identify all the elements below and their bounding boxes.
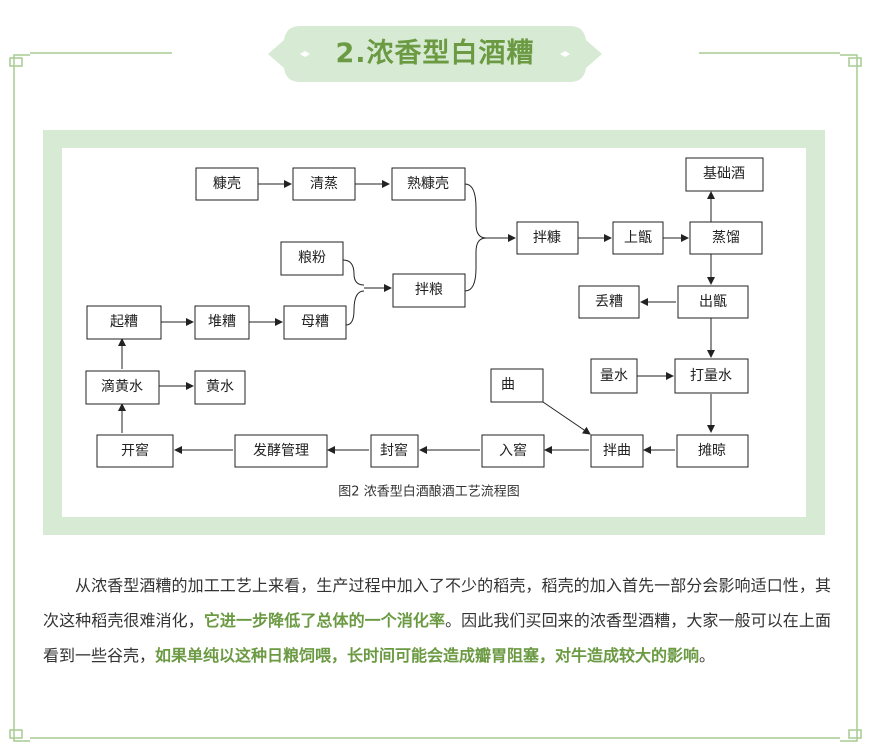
figure-panel: 糠壳 清蒸 熟糠壳 基础酒 粮粉 拌糠 上甑 蒸馏 拌粮 起糟 堆糟 母糟 丢糟… <box>43 130 825 535</box>
node-qu-label: 曲 <box>501 377 515 393</box>
node-huangshui-label: 黄水 <box>206 378 234 395</box>
node-fengjiao <box>370 434 419 468</box>
node-mucao <box>283 305 347 340</box>
flowchart-svg: 糠壳 清蒸 熟糠壳 基础酒 粮粉 拌糠 上甑 蒸馏 拌粮 起糟 堆糟 母糟 丢糟… <box>85 157 764 500</box>
node-shangzeng-label: 上甑 <box>624 230 652 246</box>
node-shangzeng <box>612 221 664 255</box>
paragraph-highlight-2: 如果单纯以这种日粮饲喂，长时间可能会造成瓣胃阻塞，对牛造成较大的影响 <box>155 646 700 665</box>
node-diucao <box>578 285 640 319</box>
node-liangfen <box>280 241 344 276</box>
node-duicao-label: 堆糟 <box>208 314 236 330</box>
node-rujiao-label: 入窖 <box>499 442 527 459</box>
figure-caption: 图2 浓香型白酒酿酒工艺流程图 <box>338 484 519 500</box>
node-kangke-label: 糠壳 <box>213 175 241 192</box>
node-zhengliu <box>689 221 763 255</box>
node-liangshui-label: 量水 <box>600 368 628 384</box>
title-badge-shape <box>268 26 602 82</box>
section-title: 2.浓香型白酒糟 <box>335 38 535 69</box>
node-liangshui <box>590 358 638 394</box>
node-chuzeng <box>677 285 749 319</box>
node-daliangshui <box>674 358 749 394</box>
node-jichujiu-label: 基础酒 <box>703 165 745 182</box>
node-jichujiu <box>685 157 764 192</box>
node-rujiao <box>481 434 545 468</box>
node-zhengliu-label: 蒸馏 <box>712 230 740 246</box>
node-kaijiao-label: 开窖 <box>121 442 149 459</box>
node-qu <box>490 368 544 403</box>
node-huangshui <box>194 370 246 405</box>
node-mucao-label: 母糟 <box>301 314 329 330</box>
body-paragraph: 从浓香型酒糟的加工工艺上来看，生产过程中加入了不少的稻壳，稻壳的加入首先一部分会… <box>43 568 831 673</box>
node-qingzheng-label: 清蒸 <box>310 176 338 192</box>
title-badge: 2.浓香型白酒糟 <box>262 18 608 90</box>
node-bankang-label: 拌糠 <box>533 229 561 246</box>
node-qingzheng <box>292 167 356 201</box>
paragraph-highlight-1: 它进一步降低了总体的一个消化率 <box>203 611 446 630</box>
flowchart-figure: 糠壳 清蒸 熟糠壳 基础酒 粮粉 拌糠 上甑 蒸馏 拌粮 起糟 堆糟 母糟 丢糟… <box>62 148 806 517</box>
node-banliang <box>392 273 466 308</box>
paragraph-text-3: 。 <box>699 646 716 665</box>
paragraph-text-2: 。因此我们买回来的浓香型酒糟，大家一般可以在上面看到一些谷壳， <box>43 611 831 665</box>
node-kangke <box>195 167 259 201</box>
node-banqu <box>590 434 644 468</box>
node-bankang <box>516 221 579 255</box>
node-qicao <box>86 305 162 340</box>
node-dihuangshui <box>85 370 160 405</box>
node-duicao <box>194 305 250 340</box>
node-qicao-label: 起糟 <box>110 314 138 330</box>
paragraph-text-1: 从浓香型酒糟的加工工艺上来看，生产过程中加入了不少的稻壳，稻壳的加入首先一部分会… <box>43 576 831 630</box>
node-tanliang <box>676 434 749 468</box>
node-fajiaoguanli <box>234 434 328 468</box>
node-kaijiao <box>96 434 174 468</box>
node-daliangshui-label: 打量水 <box>690 367 732 384</box>
node-liangfen-label: 粮粉 <box>298 250 326 266</box>
node-tanliang-label: 摊晾 <box>698 443 726 459</box>
node-fengjiao-label: 封窖 <box>380 442 408 459</box>
node-dihuangshui-label: 滴黄水 <box>101 378 143 395</box>
node-diucao-label: 丢糟 <box>595 294 623 310</box>
node-fajiaoguanli-label: 发酵管理 <box>253 443 309 459</box>
node-banliang-label: 拌粮 <box>415 282 443 298</box>
node-chuzeng-label: 出甑 <box>699 294 727 310</box>
node-banqu-label: 拌曲 <box>603 443 631 459</box>
node-shukangke <box>391 167 466 201</box>
node-shukangke-label: 熟糠壳 <box>407 175 449 192</box>
